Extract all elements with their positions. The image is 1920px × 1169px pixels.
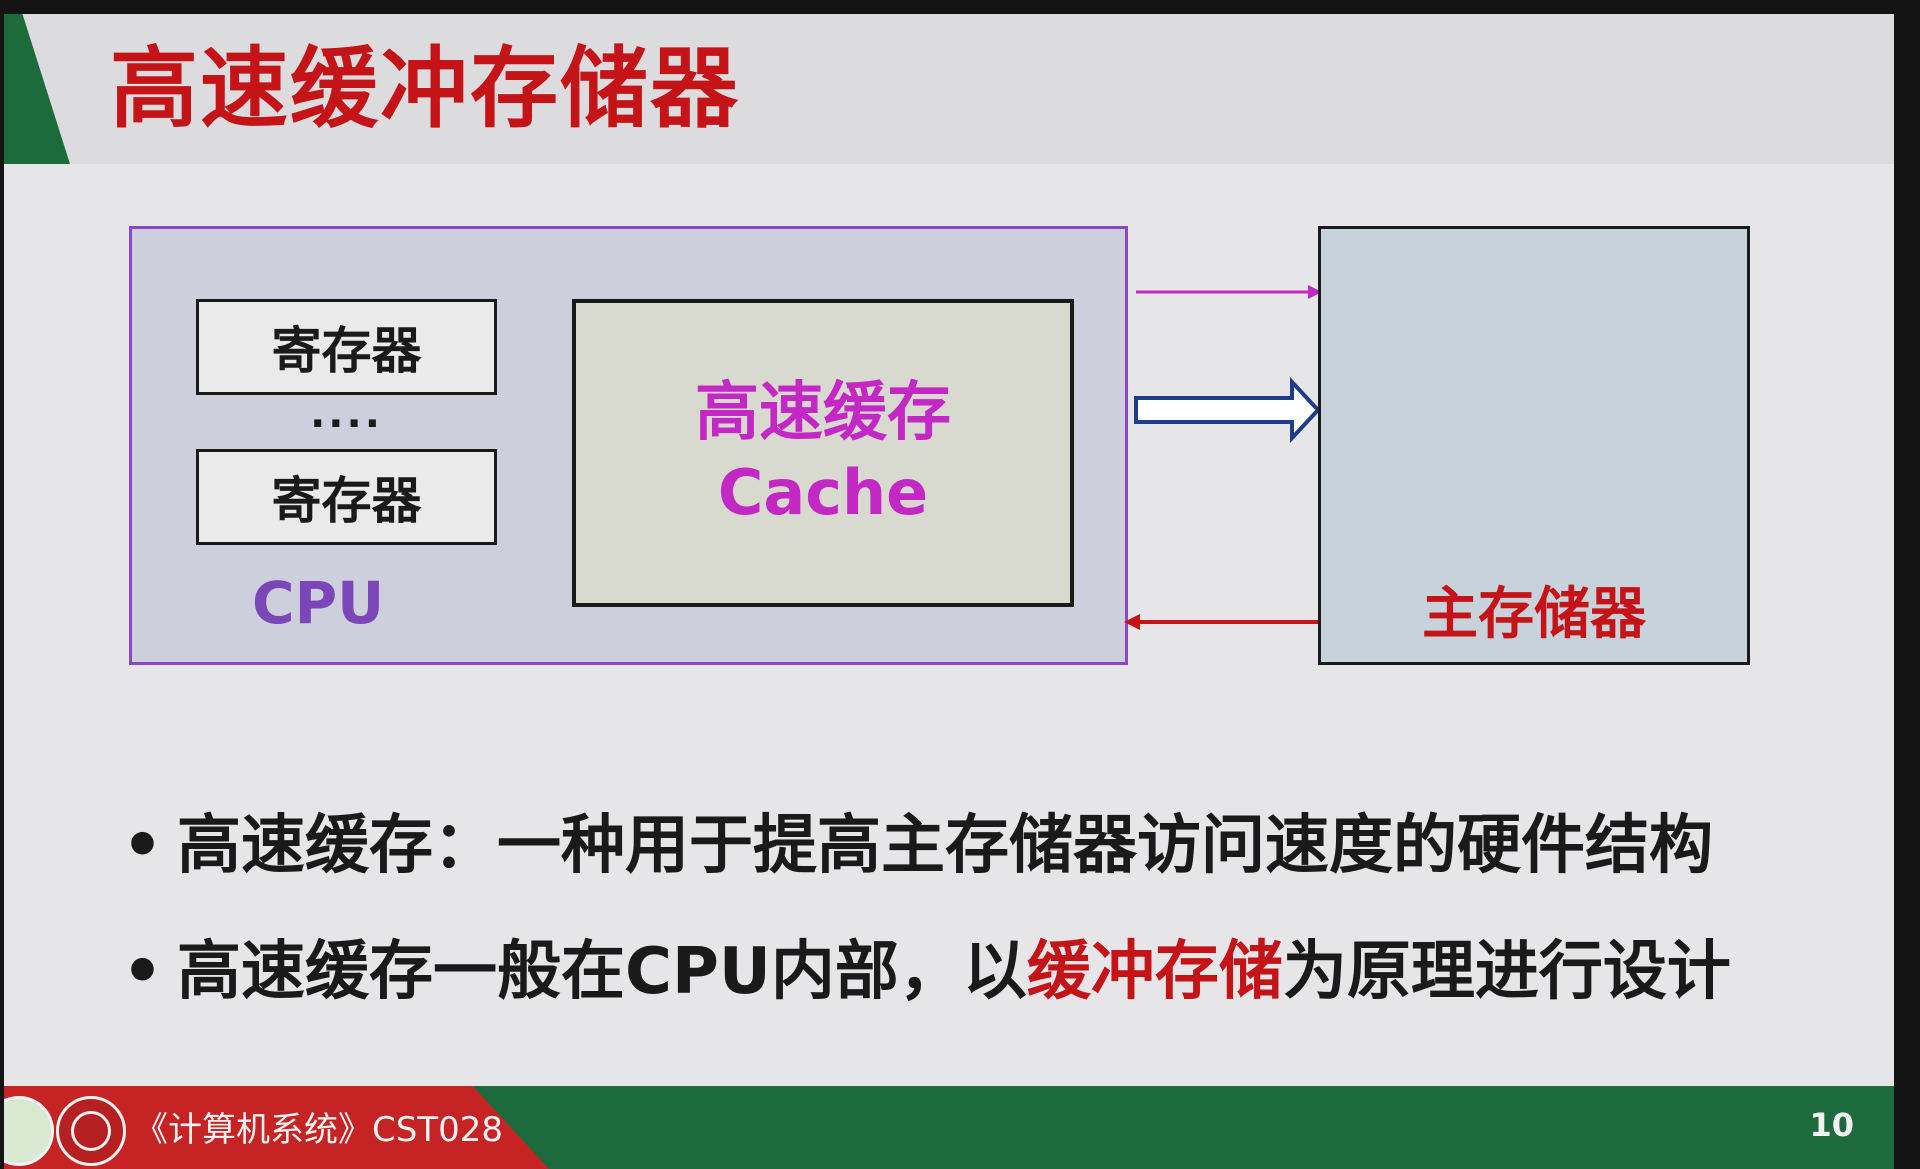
bullet-dot: • [122,809,163,883]
seal-logo-icon [56,1096,126,1166]
university-logo-icon [4,1096,54,1166]
cache-label-cn: 高速缓存 [695,376,951,450]
slide-title: 高速缓冲存储器 [110,37,741,140]
title-accent [4,14,70,164]
bullet-item-2: •高速缓存一般在CPU内部，以缓冲存储为原理进行设计 [122,920,1731,1012]
bullet-item-1: •高速缓存：一种用于提高主存储器访问速度的硬件结构 [122,794,1713,886]
bullet-text-before: 高速缓存一般在CPU内部，以 [177,935,1027,1009]
footer-red-band: 《计算机系统》CST028 [4,1086,549,1169]
bullet-text: 高速缓存：一种用于提高主存储器访问速度的硬件结构 [177,809,1713,883]
arrow-to-memory-top [1136,285,1322,299]
bullet-text-after: 为原理进行设计 [1282,935,1731,1009]
page-number: 10 [1809,1106,1854,1144]
main-memory-box: 主存储器 [1318,226,1750,665]
register-label: 寄存器 [271,322,422,380]
arrow-to-memory-hollow [1134,376,1321,444]
register-ellipsis: .... [310,391,383,437]
slide: 高速缓冲存储器 寄存器 .... 寄存器 CPU 高速缓存 Cache 主存储器 [4,14,1894,1169]
footer: 《计算机系统》CST028 10 [4,1086,1894,1169]
register-box-bottom: 寄存器 [196,449,497,545]
register-box-top: 寄存器 [196,299,497,395]
arrow-from-memory [1124,614,1318,630]
cache-box: 高速缓存 Cache [572,299,1074,607]
title-bar: 高速缓冲存储器 [4,14,1894,164]
cache-label-en: Cache [717,456,929,529]
data-flow-arrows [1124,285,1322,630]
register-label: 寄存器 [271,472,422,530]
bullet-highlight: 缓冲存储 [1026,935,1283,1009]
course-name: 《计算机系统》CST028 [134,1110,503,1150]
bullet-dot: • [122,935,163,1009]
main-memory-label: 主存储器 [1422,582,1646,647]
cpu-label: CPU [252,569,385,637]
cpu-box: 寄存器 .... 寄存器 CPU 高速缓存 Cache [129,226,1128,665]
